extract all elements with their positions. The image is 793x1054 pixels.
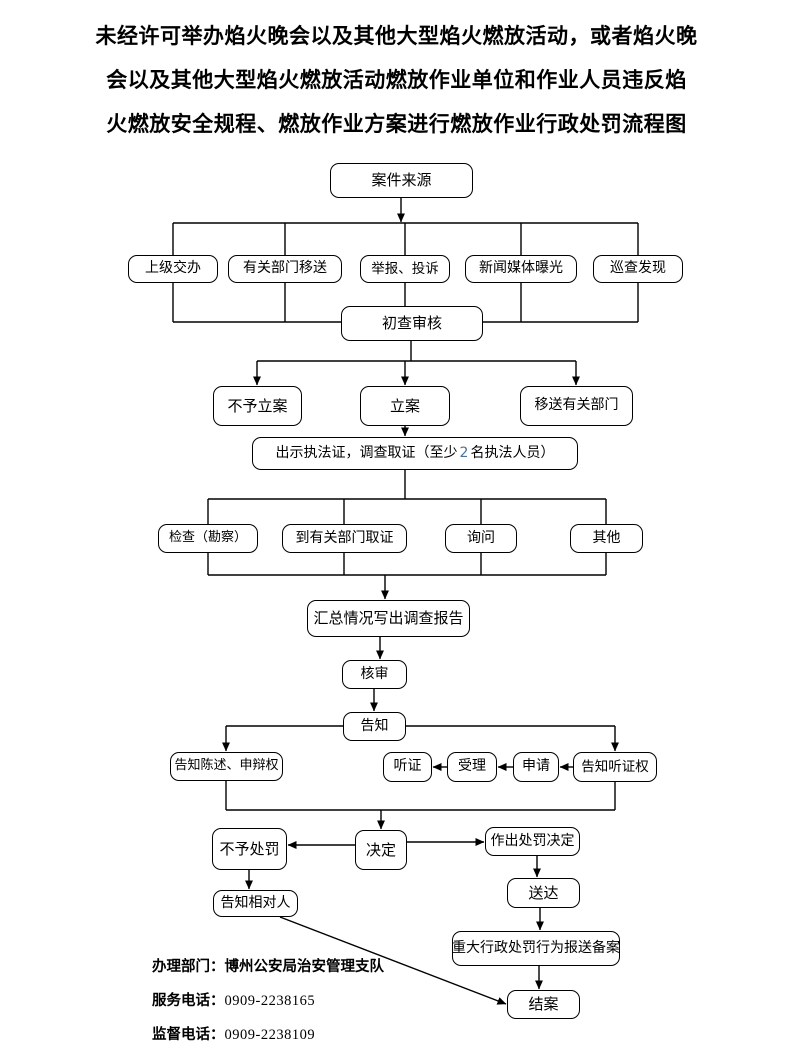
node-deliver: 送达: [507, 878, 580, 908]
node-major-record: 重大行政处罚行为报送备案: [452, 931, 620, 966]
service-phone-value: 0909-2238165: [224, 993, 316, 1009]
dept-label: 办理部门：: [152, 959, 225, 975]
dept-value: 博州公安局治安管理支队: [224, 959, 385, 975]
node-superior-assign: 上级交办: [128, 255, 218, 283]
node-no-punishment: 不予处罚: [212, 828, 287, 870]
node-filing: 立案: [360, 386, 450, 426]
node-close-case: 结案: [507, 990, 580, 1019]
title-line-1: 未经许可举办焰火晚会以及其他大型焰火燃放活动，或者焰火晚: [95, 24, 698, 48]
node-initial-review: 初查审核: [341, 306, 483, 341]
node-report-complaint: 举报、投诉: [360, 255, 450, 283]
node-punishment-decision: 作出处罚决定: [485, 827, 580, 856]
node-review: 核审: [342, 660, 407, 689]
node-decision: 决定: [355, 830, 407, 870]
node-other: 其他: [570, 524, 643, 553]
node-dept-transfer: 有关部门移送: [228, 255, 342, 283]
node-patrol-discovery: 巡查发现: [593, 255, 683, 283]
node-dept-evidence: 到有关部门取证: [282, 524, 407, 553]
evidence-number: 2: [459, 444, 469, 461]
node-hearing: 听证: [383, 752, 432, 782]
edges: [172, 198, 639, 1005]
node-notify-statement: 告知陈述、申辩权: [170, 752, 283, 781]
evidence-text-post: 名执法人员）: [470, 444, 555, 461]
title-line-2: 会以及其他大型焰火燃放活动燃放作业单位和作业人员违反焰: [106, 68, 687, 92]
node-apply: 申请: [513, 752, 559, 782]
node-notify-party: 告知相对人: [213, 890, 298, 917]
node-notify-hearing-right: 告知听证权: [573, 752, 657, 782]
supervise-phone-label: 监督电话：: [152, 1027, 225, 1043]
node-summary-report: 汇总情况写出调查报告: [307, 600, 470, 637]
page-title: 未经许可举办焰火晚会以及其他大型焰火燃放活动，或者焰火晚 会以及其他大型焰火燃放…: [0, 14, 793, 146]
footer-service-phone-line: 服务电话：0909-2238165: [152, 989, 384, 1010]
service-phone-label: 服务电话：: [152, 993, 225, 1009]
node-notify: 告知: [343, 712, 406, 741]
node-transfer-to-dept: 移送有关部门: [520, 386, 633, 426]
supervise-phone-value: 0909-2238109: [224, 1027, 316, 1043]
title-line-3: 火燃放安全规程、燃放作业方案进行燃放作业行政处罚流程图: [106, 112, 687, 136]
footer-supervise-phone-line: 监督电话：0909-2238109: [152, 1023, 384, 1044]
node-no-filing: 不予立案: [213, 386, 302, 426]
node-inquiry: 询问: [445, 524, 517, 553]
evidence-text-pre: 出示执法证，调查取证（至少: [275, 444, 458, 461]
footer-dept-line: 办理部门：博州公安局治安管理支队: [152, 955, 384, 976]
node-media-exposure: 新闻媒体曝光: [465, 255, 577, 283]
node-inspect-survey: 检查（勘察）: [158, 524, 258, 553]
footer-contact-info: 办理部门：博州公安局治安管理支队 服务电话：0909-2238165 监督电话：…: [152, 955, 384, 1054]
node-case-source: 案件来源: [330, 163, 473, 198]
node-accept: 受理: [447, 752, 497, 782]
